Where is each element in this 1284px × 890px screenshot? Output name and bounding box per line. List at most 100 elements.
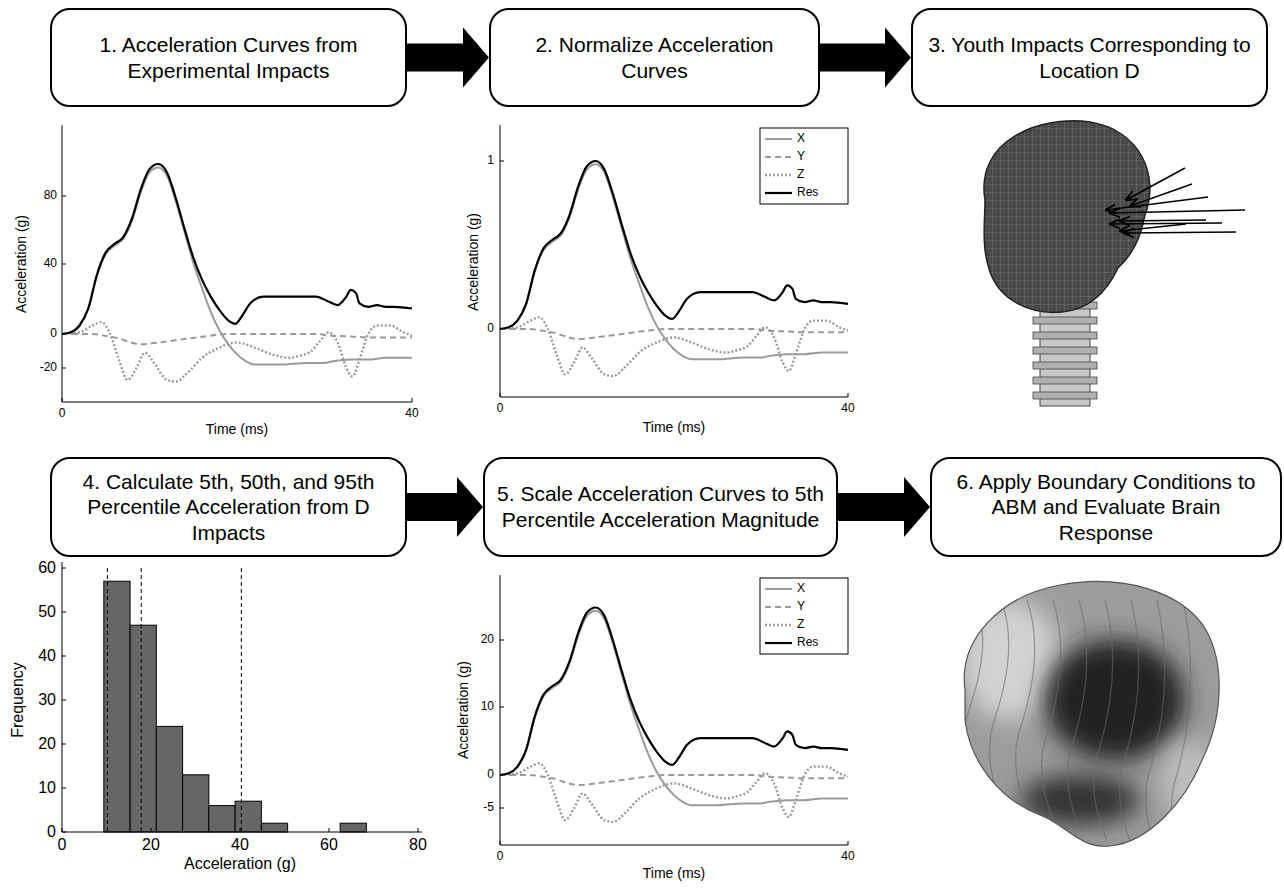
legend-sample xyxy=(765,192,792,194)
tick-label: 10 xyxy=(481,700,494,713)
legend-sample xyxy=(765,588,792,590)
legend-sample xyxy=(765,624,792,626)
block-arrow xyxy=(820,28,911,88)
tick-label: 40 xyxy=(231,836,249,854)
block-arrow xyxy=(407,28,489,88)
histogram-bar xyxy=(261,823,287,832)
tick-label: 20 xyxy=(481,633,494,646)
tick-label: 0 xyxy=(497,850,504,863)
tick-label: 50 xyxy=(38,603,56,621)
legend-sample xyxy=(765,156,792,158)
tick-label: 0 xyxy=(487,322,494,335)
step-box: 1. Acceleration Curves from Experimental… xyxy=(50,8,407,107)
histogram-bar xyxy=(130,625,156,832)
legend-text: Res xyxy=(797,186,818,199)
head-model xyxy=(984,121,1245,406)
axis-title: Time (ms) xyxy=(643,420,705,435)
head-mesh xyxy=(984,121,1150,313)
tick-label: 40 xyxy=(841,402,854,415)
block-arrow xyxy=(838,477,930,537)
percentile-line xyxy=(141,568,142,832)
tick-label: 0 xyxy=(58,836,67,854)
step-box: 4. Calculate 5th, 50th, and 95th Percent… xyxy=(50,457,407,557)
impact-arrow xyxy=(1110,223,1222,224)
acceleration-curve xyxy=(62,334,412,344)
axis-title: Acceleration (g) xyxy=(456,661,471,759)
legend-box xyxy=(760,128,848,204)
tick-label: 0 xyxy=(59,407,66,420)
tick-label: 40 xyxy=(841,850,854,863)
tick-label: 40 xyxy=(405,407,418,420)
line-plot xyxy=(500,125,848,397)
histogram-bar xyxy=(183,775,209,832)
acceleration-curve xyxy=(500,763,848,822)
axis-title: Acceleration (g) xyxy=(14,215,29,313)
legend-box xyxy=(760,578,848,654)
line-plot xyxy=(62,125,412,402)
axis-title: Time (ms) xyxy=(643,866,705,881)
impact-arrow xyxy=(1110,210,1245,213)
step-title: 5. Scale Acceleration Curves to 5th Perc… xyxy=(495,481,826,532)
tick-label: 1 xyxy=(487,154,494,167)
legend-text: X xyxy=(797,582,805,595)
legend-sample xyxy=(765,174,792,176)
step-title: 6. Apply Boundary Conditions to ABM and … xyxy=(942,469,1270,546)
percentile-line xyxy=(241,568,242,832)
tick-label: 10 xyxy=(38,779,56,797)
step-title: 3. Youth Impacts Corresponding to Locati… xyxy=(923,32,1256,83)
impact-arrow xyxy=(1124,232,1236,233)
legend-text: Z xyxy=(797,618,804,631)
step-box: 3. Youth Impacts Corresponding to Locati… xyxy=(911,8,1268,107)
tick-label: 30 xyxy=(38,691,56,709)
acceleration-curve xyxy=(500,775,848,785)
axis-title: Frequency xyxy=(9,662,27,738)
histogram-bar xyxy=(156,726,182,832)
tick-label: 80 xyxy=(44,189,57,202)
histogram-bar xyxy=(209,806,235,832)
plot-axes xyxy=(62,562,422,832)
histogram-bar xyxy=(340,823,366,832)
tick-label: 60 xyxy=(38,559,56,577)
legend-sample xyxy=(765,138,792,140)
tick-label: 40 xyxy=(44,257,57,270)
tick-label: -5 xyxy=(483,801,494,814)
histogram xyxy=(62,562,422,832)
step-title: 4. Calculate 5th, 50th, and 95th Percent… xyxy=(62,469,395,546)
plot-axes xyxy=(500,125,848,397)
step-title: 2. Normalize Acceleration Curves xyxy=(501,32,808,83)
tick-label: 40 xyxy=(38,647,56,665)
legend-text: Z xyxy=(797,168,804,181)
acceleration-curve xyxy=(500,329,848,339)
tick-label: 80 xyxy=(409,836,427,854)
tick-label: 0 xyxy=(487,768,494,781)
legend-text: Res xyxy=(797,636,818,649)
tick-label: 60 xyxy=(320,836,338,854)
acceleration-curve xyxy=(62,167,412,364)
line-plot xyxy=(500,575,848,845)
tick-label: 20 xyxy=(142,836,160,854)
step-box: 2. Normalize Acceleration Curves xyxy=(489,8,820,107)
impact-arrow xyxy=(1120,224,1186,231)
legend-text: X xyxy=(797,132,805,145)
legend-text: Y xyxy=(797,150,805,163)
acceleration-curve xyxy=(62,164,412,334)
legend-sample xyxy=(765,642,792,644)
acceleration-curve xyxy=(500,317,848,376)
histogram-bar xyxy=(235,801,261,832)
tick-label: 0 xyxy=(50,327,57,340)
step-box: 5. Scale Acceleration Curves to 5th Perc… xyxy=(483,457,838,557)
legend-text: Y xyxy=(797,600,805,613)
tick-label: 0 xyxy=(47,823,56,841)
step-box: 6. Apply Boundary Conditions to ABM and … xyxy=(930,457,1282,557)
brain-model xyxy=(960,582,1220,864)
plot-axes xyxy=(62,125,412,402)
impact-arrow xyxy=(1120,220,1206,221)
plot-axes xyxy=(500,575,848,845)
step-title: 1. Acceleration Curves from Experimental… xyxy=(62,32,395,83)
axis-title: Acceleration (g) xyxy=(184,855,296,873)
impact-arrow xyxy=(1106,197,1208,210)
axis-title: Acceleration (g) xyxy=(466,213,481,311)
